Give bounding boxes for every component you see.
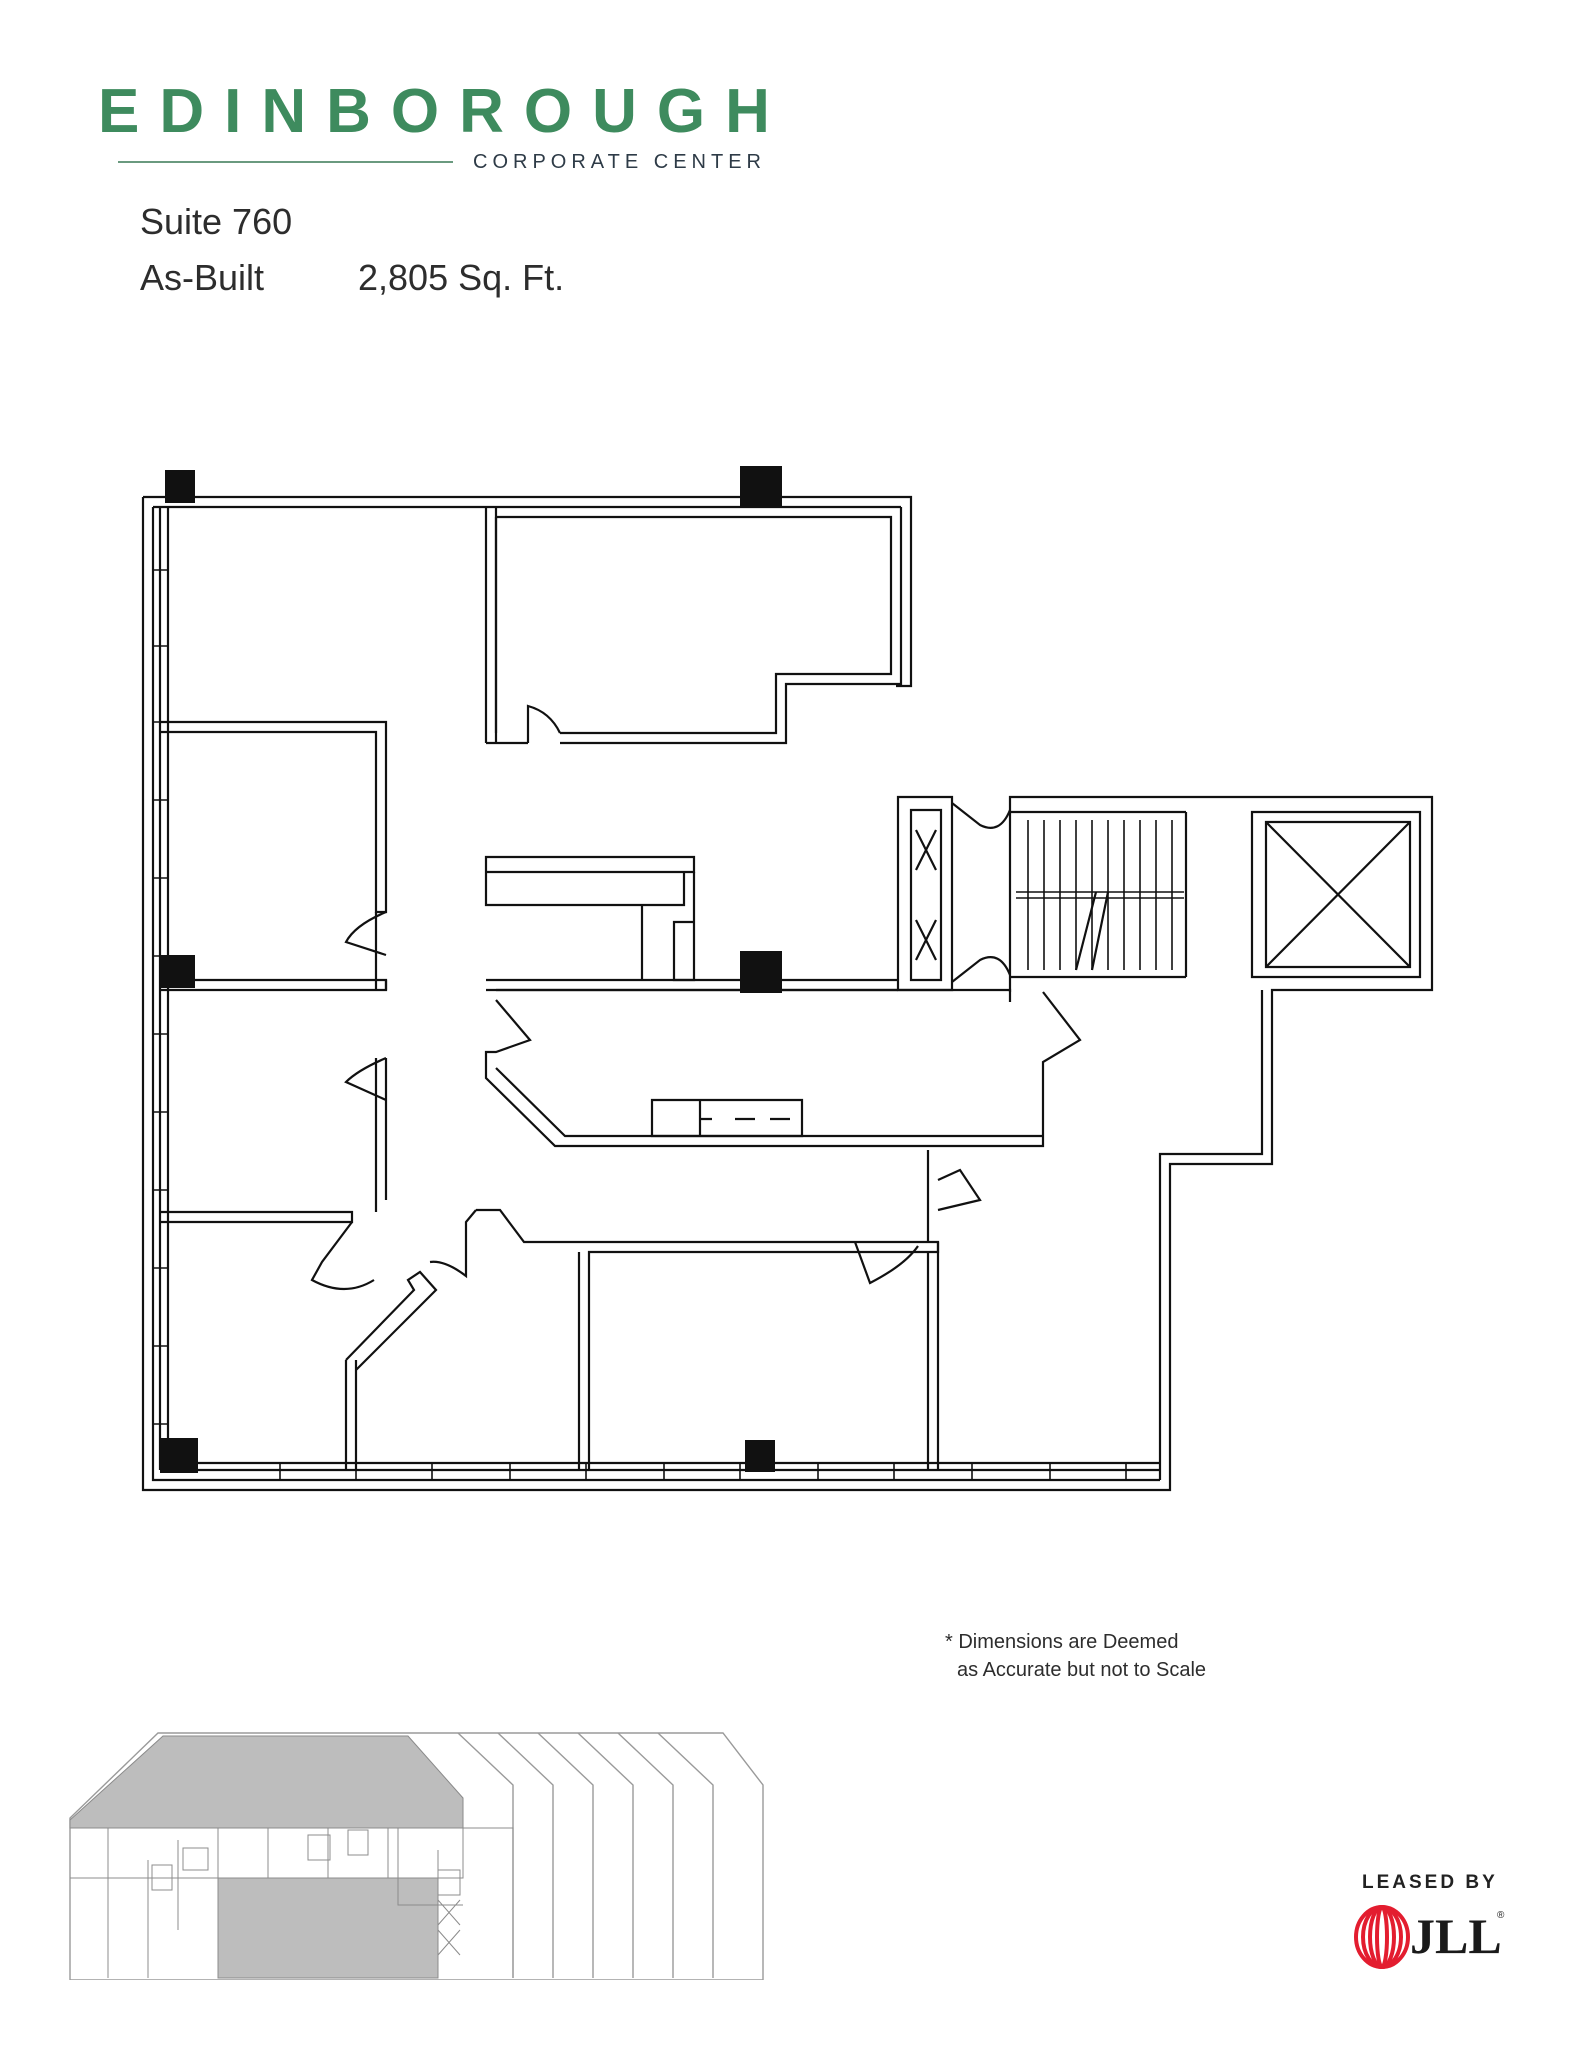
jll-logo-mark xyxy=(1354,1905,1410,1969)
keyplan-highlight-top xyxy=(69,1735,464,1829)
brand-name: EDINBOROUGH xyxy=(98,77,790,146)
mullion-ticks xyxy=(279,1463,1127,1480)
conference-room xyxy=(484,988,1082,1148)
corridor-wall xyxy=(486,978,898,992)
door-swing-5 xyxy=(853,1241,919,1285)
column xyxy=(740,466,782,508)
core-block-2 xyxy=(640,872,696,982)
column xyxy=(165,470,195,503)
office-bottom-right xyxy=(926,1150,940,1470)
keyplan-highlight-bottom xyxy=(217,1877,439,1979)
conference-inner xyxy=(495,1067,1043,1138)
leased-by-label: LEASED BY xyxy=(1362,1872,1498,1893)
stair-vestibule xyxy=(896,795,954,992)
stair-marks xyxy=(915,829,937,961)
column xyxy=(160,955,195,988)
scale-note: * Dimensions are Deemed as Accurate but … xyxy=(945,1628,1206,1684)
jll-logo-text: JLL xyxy=(1410,1908,1502,1964)
elevator-shaft xyxy=(1250,810,1422,979)
door-swing-2 xyxy=(344,910,387,957)
door-swing-6 xyxy=(429,1209,477,1279)
keyplan-shadow-2 xyxy=(497,1732,554,1978)
column xyxy=(740,951,782,993)
office-left-2-wall xyxy=(374,1058,388,1212)
keyplan-shadow-5 xyxy=(617,1732,674,1978)
keyplan-shadow-4 xyxy=(577,1732,634,1978)
scale-note-line-1: * Dimensions are Deemed xyxy=(945,1631,1179,1653)
door-swing-3 xyxy=(344,1056,387,1102)
key-plan xyxy=(69,1732,764,1980)
office-bottom-left xyxy=(344,1270,438,1470)
office-top-right xyxy=(484,507,903,745)
stair-hall xyxy=(1010,810,1188,979)
stair-landing xyxy=(1074,891,1110,971)
keyplan-rooms xyxy=(70,1827,514,1978)
office-left-3 xyxy=(160,1210,354,1224)
door-swing-7 xyxy=(310,1221,375,1290)
keyplan-stairs xyxy=(151,1829,461,1896)
keyplan-x xyxy=(437,1899,461,1956)
scale-note-line-2: as Accurate but not to Scale xyxy=(957,1659,1207,1681)
window-line-left xyxy=(158,507,170,1470)
brand-divider xyxy=(118,161,453,163)
exterior-wall xyxy=(141,495,1434,1492)
keyplan-outline xyxy=(69,1732,764,1980)
brand-subtitle: CORPORATE CENTER xyxy=(473,151,766,173)
columns xyxy=(160,466,782,1473)
suite-area: 2,805 Sq. Ft. xyxy=(358,257,565,298)
stair-door-2 xyxy=(951,956,1012,983)
office-left-1 xyxy=(160,720,388,914)
suite-label: As-Built xyxy=(140,257,265,298)
registered-mark: ® xyxy=(1497,1910,1505,1921)
keyplan-shadow-3 xyxy=(537,1732,594,1978)
office-left-1-wall xyxy=(374,912,388,990)
column xyxy=(745,1440,775,1472)
office-bottom-center xyxy=(476,1208,940,1470)
core-block xyxy=(484,855,696,907)
keyplan-shadow-1 xyxy=(457,1732,514,1978)
exterior-wall-inner xyxy=(151,505,1264,1482)
stair-treads xyxy=(1016,820,1184,970)
credenza xyxy=(650,1098,804,1138)
door-swing-4 xyxy=(937,1168,982,1212)
stair-door-1 xyxy=(951,802,1012,829)
column xyxy=(160,1438,198,1473)
keyplan-shadow-6 xyxy=(657,1732,714,1978)
door-swing-1 xyxy=(526,704,561,743)
office-top-right-inner xyxy=(494,515,893,735)
suite-title: Suite 760 xyxy=(140,201,293,242)
